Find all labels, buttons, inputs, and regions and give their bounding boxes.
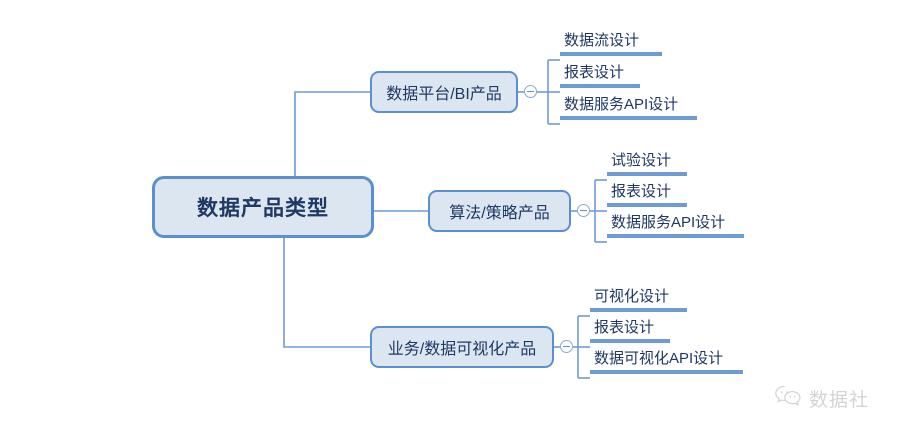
branch-node-business-data-visualization[interactable]: 业务/数据可视化产品	[370, 326, 554, 368]
branch-node-label: 算法/策略产品	[449, 205, 550, 222]
leaf-underline-bar	[607, 172, 687, 176]
leaf-node-label: 报表设计	[564, 64, 625, 81]
branch-node-algorithm-strategy[interactable]: 算法/策略产品	[428, 190, 571, 232]
collapse-minus-icon[interactable]	[560, 340, 573, 353]
leaf-node-label: 数据服务API设计	[564, 96, 679, 113]
leaf-node-label: 报表设计	[594, 319, 655, 336]
leaf-node-label: 数据服务API设计	[611, 214, 726, 231]
leaf-node[interactable]: 报表设计	[607, 182, 687, 207]
leaf-underline-bar	[590, 370, 743, 374]
branch-node-label: 业务/数据可视化产品	[387, 341, 537, 358]
leaf-underline-bar	[607, 203, 687, 207]
leaf-node[interactable]: 数据流设计	[560, 31, 662, 56]
leaf-node-label: 数据流设计	[564, 32, 640, 49]
leaf-node-label: 报表设计	[611, 183, 672, 200]
leaf-node-label: 数据可视化API设计	[594, 350, 724, 367]
leaf-underline-bar	[590, 339, 670, 343]
leaf-node[interactable]: 数据服务API设计	[560, 95, 697, 120]
leaf-underline-bar	[590, 308, 687, 312]
leaf-node[interactable]: 报表设计	[560, 63, 640, 88]
watermark: 数据社	[774, 384, 869, 413]
leaf-node[interactable]: 数据服务API设计	[607, 213, 744, 238]
root-node-label: 数据产品类型	[197, 197, 329, 220]
branch-node-label: 数据平台/BI产品	[386, 86, 502, 103]
collapse-minus-icon[interactable]	[524, 85, 537, 98]
leaf-underline-bar	[560, 84, 640, 88]
root-node[interactable]: 数据产品类型	[152, 176, 374, 238]
branch-node-data-platform-bi[interactable]: 数据平台/BI产品	[370, 71, 518, 113]
leaf-underline-bar	[560, 52, 662, 56]
leaf-node-label: 试验设计	[611, 152, 672, 169]
leaf-node[interactable]: 数据可视化API设计	[590, 349, 743, 374]
wechat-icon	[774, 384, 802, 413]
leaf-node[interactable]: 试验设计	[607, 151, 687, 176]
leaf-node[interactable]: 可视化设计	[590, 287, 687, 312]
collapse-minus-icon[interactable]	[577, 204, 590, 217]
leaf-node-label: 可视化设计	[594, 288, 670, 305]
leaf-underline-bar	[560, 116, 697, 120]
watermark-text: 数据社	[809, 390, 870, 411]
leaf-node[interactable]: 报表设计	[590, 318, 670, 343]
leaf-underline-bar	[607, 234, 744, 238]
